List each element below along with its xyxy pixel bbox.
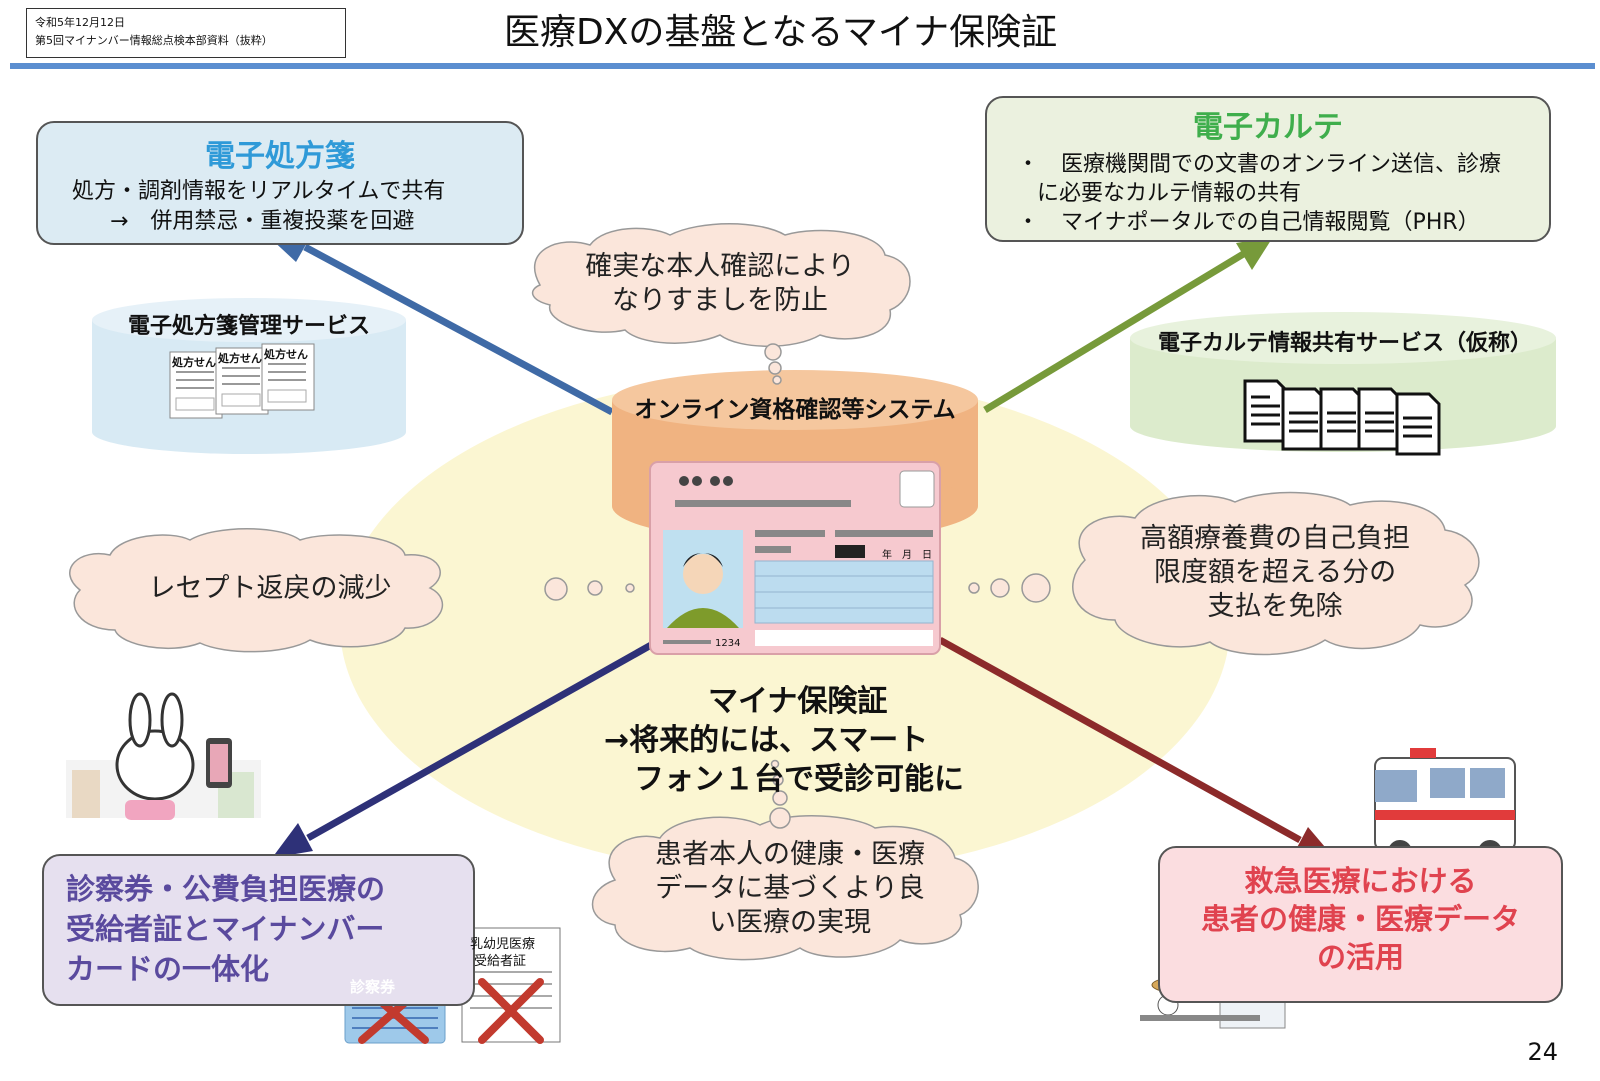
card-integration-line-3: カードの一体化 [66,952,270,986]
prescription-slip-label-2: 処方せん [218,352,262,365]
cloud-bottom-line-3: い医療の実現 [709,907,871,938]
meta-source: 第5回マイナンバー情報総点検本部資料（抜粋） [35,34,273,47]
cloud-right-line-2: 限度額を超える分の [1153,557,1397,588]
documents-icon [1243,379,1441,456]
cloud-bottom-line-2: データに基づくより良 [655,873,925,904]
center-line-2: →将来的には、スマート [604,723,929,758]
emr-line-2: に必要なカルテ情報の共有 [1037,181,1302,206]
meta-info-box: 令和5年12月12日 第5回マイナンバー情報総点検本部資料（抜粋） [26,8,346,58]
prescription-slips-icon [169,343,315,419]
card-integration-box: 診察券・公費負担医療の 受給者証とマイナンバー カードの一体化 [42,854,475,1006]
cloud-bottom [591,759,979,961]
cloud-right [968,491,1480,656]
emr-service-label: 電子カルテ情報共有サービス（仮称） [1157,331,1532,356]
arrow-to-card-integration [272,636,662,858]
prescription-service-cylinder [92,298,406,454]
emr-line-1: ・ 医療機関間での文書のオンライン送信、診療 [1017,152,1502,177]
cloud-top-line-1: 確実な本人確認により [585,251,855,282]
cloud-right-line-1: 高額療養費の自己負担 [1140,523,1410,554]
cloud-top [531,223,911,385]
prescription-line-1: 処方・調剤情報をリアルタイムで共有 [72,179,446,204]
emr-heading: 電子カルテ [1193,110,1343,145]
prescription-line-2: → 併用禁忌・重複投薬を回避 [110,209,415,234]
cloud-right-line-3: 支払を免除 [1207,591,1343,622]
mascot-illustration [66,692,261,820]
cloud-top-text: 確実な本人確認により なりすましを防止 [570,250,870,318]
arrow-to-emr [983,237,1273,413]
page-title: 医療DXの基盤となるマイナ保険証 [504,12,1058,53]
prescription-heading: 電子処方箋 [205,139,355,174]
center-text: マイナ保険証 →将来的には、スマート フォン１台で受診可能に [604,682,964,799]
prescription-box: 電子処方箋 処方・調剤情報をリアルタイムで共有 → 併用禁忌・重複投薬を回避 [36,121,524,245]
prescription-slip-label-1: 処方せん [172,356,216,369]
center-line-1: マイナ保険証 [708,684,888,719]
card-integration-line-1: 診察券・公費負担医療の [66,872,386,906]
cloud-left [69,528,635,653]
my-number-card-illustration [649,461,941,655]
cloud-bottom-text: 患者本人の健康・医療 データに基づくより良 い医療の実現 [640,838,940,940]
meta-date: 令和5年12月12日 [35,16,125,29]
title-rule [10,63,1595,69]
card-integration-line-2: 受給者証とマイナンバー [66,912,385,946]
exam-ticket-label: 診察券 [350,978,396,996]
emergency-line-2: 患者の健康・医療データ [1200,902,1520,936]
emr-line-3: ・ マイナポータルでの自己情報閲覧（PHR） [1017,210,1480,235]
prescription-service-label: 電子処方箋管理サービス [127,314,370,339]
central-system-label: オンライン資格確認等システム [634,397,956,423]
emergency-line-1: 救急医療における [1244,864,1477,898]
infant-certificate-crossed [461,927,561,1044]
emr-box: 電子カルテ ・ 医療機関間での文書のオンライン送信、診療 に必要なカルテ情報の共… [985,96,1551,242]
card-date-label: 年 月 日 [882,550,932,561]
emr-service-cylinder [1130,312,1556,456]
cloud-left-text: レセプト返戻の減少 [148,573,392,604]
cloud-bottom-line-1: 患者本人の健康・医療 [655,839,925,870]
cloud-right-text: 高額療養費の自己負担 限度額を超える分の 支払を免除 [1105,522,1445,624]
emergency-box: 救急医療における 患者の健康・医療データ の活用 [1158,846,1563,1003]
emergency-line-3: の活用 [1316,940,1404,974]
prescription-slip-label-3: 処方せん [264,348,308,361]
infant-cert-label-2: 受給者証 [474,954,527,969]
infant-cert-label-1: 乳幼児医療 [470,937,536,952]
page-number: 24 [1527,1038,1558,1066]
cloud-top-line-2: なりすましを防止 [612,285,828,316]
center-line-3: フォン１台で受診可能に [604,762,964,797]
card-number-label: 1234 [715,638,741,649]
